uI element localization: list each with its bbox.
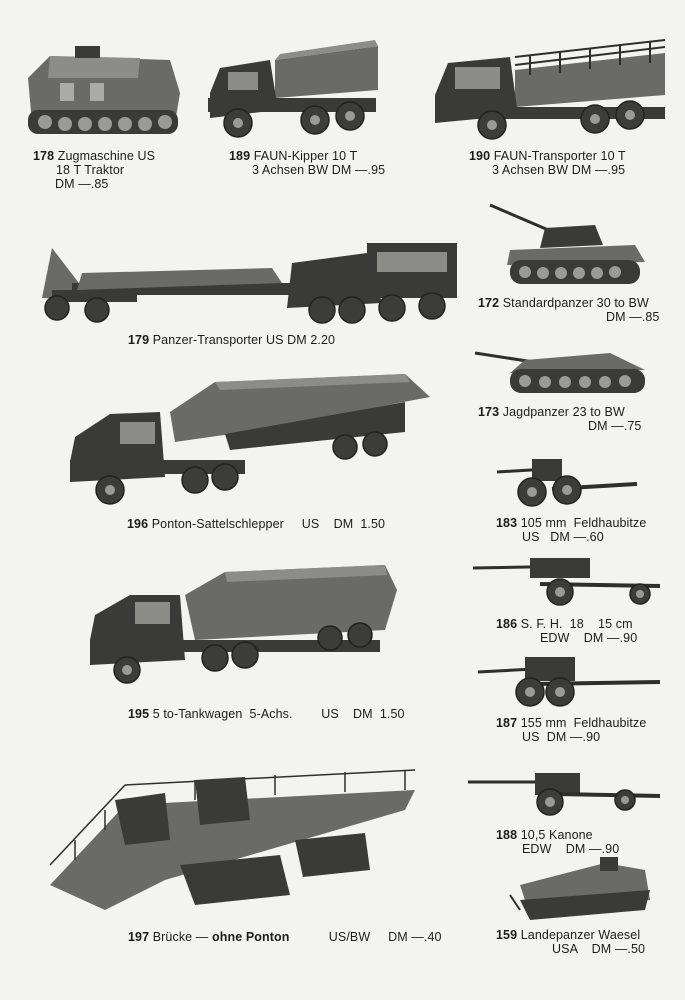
item-title: 155 mm Feldhaubitze [520,716,647,730]
item-title: Ponton-Sattelschlepper US DM 1.50 [151,517,386,531]
item-number: 195 [128,707,150,721]
caption-179: 179 Panzer-Transporter US DM 2.20 [128,333,335,347]
illustration-190-transport-truck [435,39,666,140]
item-number: 159 [496,928,518,942]
item-number: 188 [496,828,518,842]
item-title: Brücke — [152,930,212,944]
caption-196: 196 Ponton-Sattelschlepper US DM 1.50 [127,517,385,531]
illustration-172-tank [489,203,645,284]
item-number: 197 [128,930,150,944]
item-number: 189 [229,149,251,163]
illustration-179-tank-transporter [42,243,457,324]
caption-195: 195 5 to-Tankwagen 5-Achs. US DM 1.50 [128,707,405,721]
item-number: 179 [128,333,150,347]
item-price: US DM —.90 [522,730,601,744]
item-detail: 18 T Traktor [56,163,125,177]
item-title: FAUN-Transporter 10 T [493,149,626,163]
illustration-187-howitzer [477,657,661,707]
illustration-178-tractor [28,46,180,134]
caption-183: 183 105 mm Feldhaubitze US DM —.60 [496,516,646,544]
caption-190: 190 FAUN-Transporter 10 T 3 Achsen BW DM… [469,149,626,177]
item-title: Standardpanzer 30 to BW [502,296,649,310]
caption-172: 172 Standardpanzer 30 to BW DM —.85 [478,296,660,324]
illustration-197-bridge [49,769,416,910]
illustration-196-pontoon-semi [70,374,430,505]
item-price: DM —.85 [606,310,660,324]
item-title: 105 mm Feldhaubitze [520,516,647,530]
item-price: DM —.85 [55,177,109,191]
item-title: 10,5 Kanone [520,828,593,842]
illustration-159-landing-vehicle [509,857,650,920]
item-title: 5 to-Tankwagen 5-Achs. US DM 1.50 [152,707,405,721]
item-price: EDW DM —.90 [540,631,638,645]
item-number: 190 [469,149,491,163]
item-title-bold: ohne Ponton [211,930,290,944]
illustration-189-tipper [208,40,378,138]
caption-187: 187 155 mm Feldhaubitze US DM —.90 [496,716,646,744]
illustration-188-cannon [468,773,661,816]
illustration-183-howitzer [496,459,638,507]
item-number: 196 [127,517,149,531]
item-title: Zugmaschine US [57,149,156,163]
item-number: 186 [496,617,518,631]
item-price: US DM —.60 [522,530,604,544]
illustration-186-heavy-howitzer [472,558,661,606]
item-price: EDW DM —.90 [522,842,620,856]
item-number: 173 [478,405,500,419]
item-title: FAUN-Kipper 10 T [253,149,358,163]
caption-186: 186 S. F. H. 18 15 cm EDW DM —.90 [496,617,637,645]
item-number: 183 [496,516,518,530]
item-detail: 3 Achsen BW DM —.95 [252,163,386,177]
item-number: 178 [33,149,55,163]
item-title: S. F. H. 18 15 cm [520,617,633,631]
caption-188: 188 10,5 Kanone EDW DM —.90 [496,828,619,856]
caption-197: 197 Brücke — ohne Ponton US/BW DM —.40 [128,930,442,944]
caption-173: 173 Jagdpanzer 23 to BW DM —.75 [478,405,642,433]
item-number: 172 [478,296,500,310]
item-price: DM —.75 [588,419,642,433]
caption-189: 189 FAUN-Kipper 10 T 3 Achsen BW DM —.95 [229,149,385,177]
item-number: 187 [496,716,518,730]
item-detail: 3 Achsen BW DM —.95 [492,163,626,177]
item-price: USA DM —.50 [552,942,646,956]
caption-178: 178 Zugmaschine US 18 T Traktor DM —.85 [33,149,155,191]
illustration-195-tanker [90,565,397,684]
caption-159: 159 Landepanzer Waesel USA DM —.50 [496,928,645,956]
item-title: Panzer-Transporter US DM 2.20 [152,333,336,347]
illustration-173-tank-destroyer [474,351,645,393]
item-title: Jagdpanzer 23 to BW [502,405,625,419]
item-title: Landepanzer Waesel [520,928,641,942]
item-price: US/BW DM —.40 [289,930,442,944]
